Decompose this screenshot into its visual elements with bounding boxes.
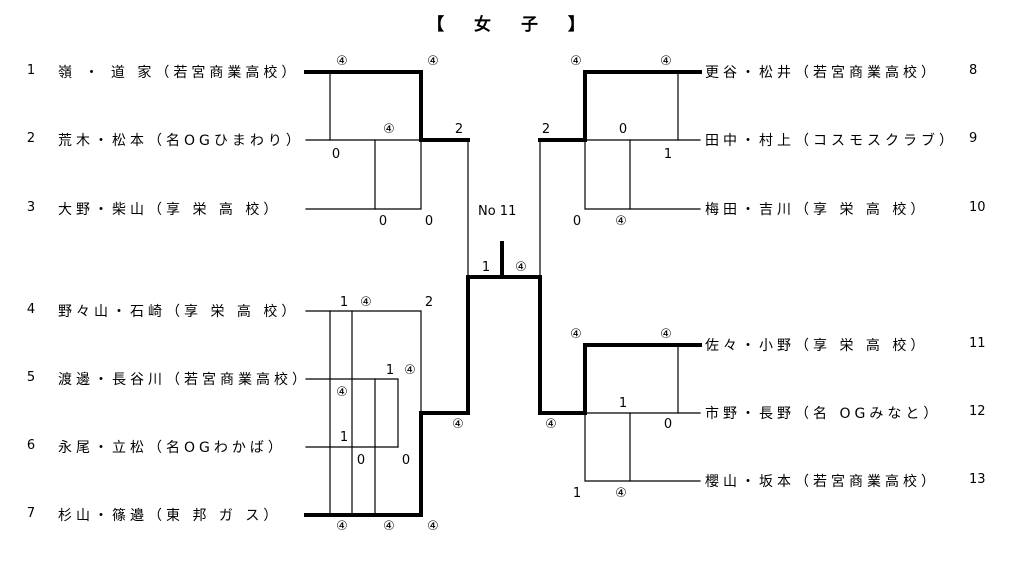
bracket-line xyxy=(538,70,702,142)
score-label: ④ xyxy=(545,417,557,432)
team-name: 野々山・石崎（享 栄 高 校） xyxy=(58,304,300,320)
score-label: ④ xyxy=(360,295,372,310)
bracket-line xyxy=(584,139,701,210)
team-seed: 11 xyxy=(969,336,986,351)
score-label: 2 xyxy=(455,122,463,137)
team-seed: 1 xyxy=(26,63,36,78)
team-seed: 5 xyxy=(26,370,36,385)
score-label: ④ xyxy=(336,54,348,69)
bracket-title: 【 女 子 】 xyxy=(427,15,597,35)
team-name: 更谷・松井（若宮商業高校） xyxy=(705,65,939,81)
bracket-line xyxy=(304,70,470,142)
team-seed: 8 xyxy=(969,63,978,78)
score-label: 2 xyxy=(425,295,433,310)
score-label: ④ xyxy=(570,54,582,69)
score-label: ④ xyxy=(660,54,672,69)
score-label: 1 xyxy=(482,260,490,275)
score-label: ④ xyxy=(452,417,464,432)
score-label: ④ xyxy=(570,327,582,342)
score-label: ④ xyxy=(615,486,627,501)
team-seed: 2 xyxy=(26,131,36,146)
team-seed: 10 xyxy=(969,200,986,215)
score-label: 2 xyxy=(542,122,550,137)
score-label: ④ xyxy=(515,260,527,275)
team-seed: 9 xyxy=(969,131,978,146)
team-name: 佐々・小野（享 栄 高 校） xyxy=(705,338,929,354)
score-label: 1 xyxy=(619,396,627,411)
score-label: 0 xyxy=(664,417,672,432)
bracket-line xyxy=(305,139,422,210)
score-label: ④ xyxy=(660,327,672,342)
score-label: 1 xyxy=(573,486,581,501)
score-label: 1 xyxy=(340,295,348,310)
bracket-line xyxy=(583,343,702,415)
team-name: 梅田・吉川（享 栄 高 校） xyxy=(705,202,929,218)
score-label: 0 xyxy=(402,453,410,468)
score-label: ④ xyxy=(427,519,439,534)
score-label: ④ xyxy=(336,519,348,534)
team-name: 荒木・松本（名OGひまわり） xyxy=(58,133,304,149)
team-name: 田中・村上（コスモスクラブ） xyxy=(705,133,957,149)
score-label: ④ xyxy=(383,519,395,534)
team-seed: 3 xyxy=(26,200,36,215)
score-label: ④ xyxy=(336,385,348,400)
team-name: 渡邊・長谷川（若宮商業高校） xyxy=(58,372,310,388)
team-seed: 6 xyxy=(26,438,36,453)
score-label: ④ xyxy=(615,214,627,229)
score-label: 1 xyxy=(386,363,394,378)
score-label: 0 xyxy=(332,147,340,162)
team-seed: 12 xyxy=(969,404,986,419)
match-number: No 11 xyxy=(478,204,516,219)
team-name: 大野・柴山（享 栄 高 校） xyxy=(58,202,282,218)
team-seed: 4 xyxy=(26,302,36,317)
bracket-line xyxy=(305,310,422,414)
score-label: 1 xyxy=(340,430,348,445)
score-label: 1 xyxy=(664,147,672,162)
score-label: 0 xyxy=(573,214,581,229)
bracket-line xyxy=(305,378,399,448)
score-label: ④ xyxy=(404,363,416,378)
score-label: 0 xyxy=(619,122,627,137)
team-name: 市野・長野（名 OGみなと） xyxy=(705,406,942,422)
score-label: 0 xyxy=(379,214,387,229)
team-name: 永尾・立松（名OGわかば） xyxy=(58,440,286,456)
score-label: 0 xyxy=(357,453,365,468)
team-name: 嶺 ・ 道 家（若宮商業高校） xyxy=(58,65,300,81)
bracket-line xyxy=(584,412,701,482)
team-name: 杉山・篠邉（東 邦 ガ ス） xyxy=(58,508,282,524)
score-label: 0 xyxy=(425,214,433,229)
score-label: ④ xyxy=(383,122,395,137)
team-name: 櫻山・坂本（若宮商業高校） xyxy=(705,474,939,490)
team-seed: 13 xyxy=(969,472,986,487)
team-seed: 7 xyxy=(26,506,36,521)
score-label: ④ xyxy=(427,54,439,69)
